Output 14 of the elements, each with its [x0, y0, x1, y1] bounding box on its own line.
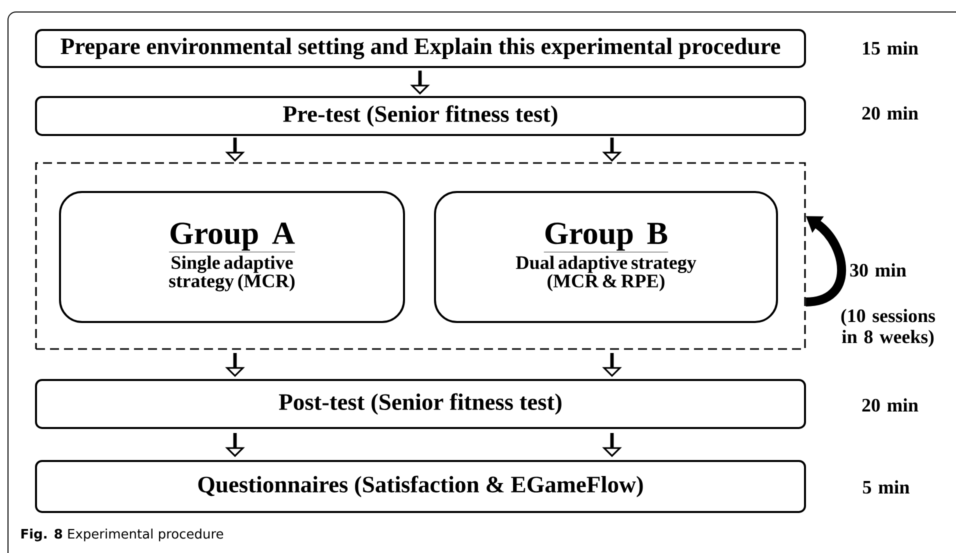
duration-label: (10 sessions in 8 weeks)	[841, 308, 936, 348]
duration-label: 15 min	[863, 41, 918, 55]
process-box: Questionnaires (Satisfaction & EGameFlow)	[35, 460, 806, 513]
process-box: Post-test (Senior fitness test)	[35, 378, 806, 429]
duration-label: 5 min	[863, 480, 910, 494]
process-box: Prepare environmental setting and Explain this experimental procedure	[35, 29, 806, 68]
group-box: Group A Single adaptive strategy (MCR)	[59, 190, 405, 323]
duration-label: 20 min	[862, 398, 918, 412]
duration-label: 30 min	[850, 263, 906, 277]
duration-label: 20 min	[862, 106, 918, 120]
group-box: Group B Dual adaptive strategy (MCR & RPE)	[434, 190, 778, 323]
figure-caption: Fig. 8 Experimental procedure	[21, 528, 224, 542]
dashed-group-frame	[35, 162, 806, 350]
process-box: Pre-test (Senior fitness test)	[35, 96, 806, 136]
